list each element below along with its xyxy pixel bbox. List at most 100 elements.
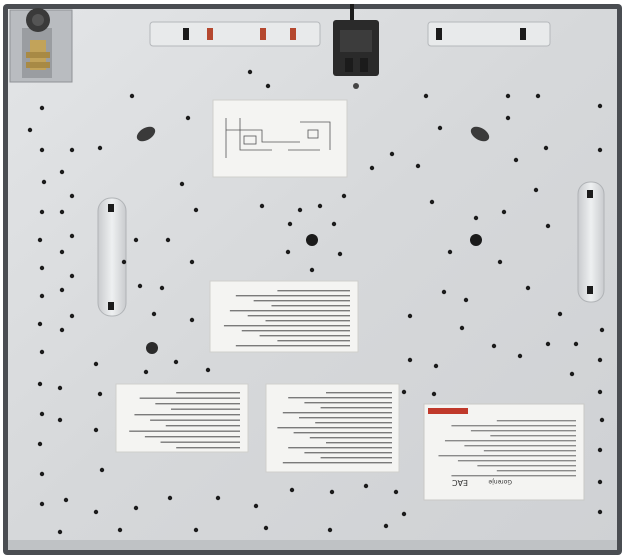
rivet-hole: [133, 237, 139, 243]
rivet-hole: [545, 341, 551, 347]
rivet-hole: [473, 215, 479, 221]
rivet-hole: [573, 341, 579, 347]
rivet-hole: [37, 237, 43, 243]
rivet-hole: [429, 199, 435, 205]
label-text-line: [277, 427, 392, 429]
rivet-hole: [57, 529, 63, 535]
rivet-hole: [57, 417, 63, 423]
rivet-hole: [341, 193, 347, 199]
label-text-line: [464, 445, 576, 447]
rivet-hole: [491, 343, 497, 349]
label-text-line: [288, 397, 392, 399]
rivet-hole: [407, 313, 413, 319]
gas-connection-label: [115, 383, 249, 453]
rivet-hole: [363, 483, 369, 489]
label-text-line: [326, 442, 392, 444]
right-slot-mark-top: [587, 190, 593, 198]
electric-warning-label: [209, 280, 359, 353]
label-text-line: [444, 440, 576, 442]
rivet-hole: [93, 361, 99, 367]
rivet-hole: [437, 125, 443, 131]
rivet-hole: [415, 163, 421, 169]
label-text-line: [160, 441, 240, 443]
rivet-hole: [285, 249, 291, 255]
rivet-hole: [39, 411, 45, 417]
rivet-hole: [39, 105, 45, 111]
rivet-hole: [39, 349, 45, 355]
rivet-hole: [317, 203, 323, 209]
label-text-line: [241, 330, 350, 332]
rivet-hole: [93, 427, 99, 433]
rivet-hole: [441, 289, 447, 295]
rivet-hole: [517, 353, 523, 359]
rivet-hole: [39, 147, 45, 153]
rivet-hole: [331, 221, 337, 227]
rivet-hole: [69, 147, 75, 153]
label-text-line: [299, 417, 392, 419]
rivet-hole: [533, 187, 539, 193]
top-right-rail: [427, 21, 551, 47]
wiring-diagram-label: [212, 99, 348, 178]
rivet-hole: [369, 165, 375, 171]
rivet-hole: [167, 495, 173, 501]
rivet-hole: [327, 527, 333, 533]
rivet-hole: [215, 495, 221, 501]
rivet-holes: [27, 69, 605, 535]
rivet-hole: [37, 381, 43, 387]
label-text-line: [235, 345, 350, 347]
rivet-hole: [39, 265, 45, 271]
label-text-line: [129, 430, 240, 432]
label-text-line: [293, 432, 392, 434]
rivet-hole: [137, 283, 143, 289]
label-text-line: [170, 408, 240, 410]
label-text-line: [282, 412, 392, 414]
left-slot-mark-top: [108, 204, 114, 212]
rivet-hole: [597, 147, 603, 153]
rivet-hole: [597, 103, 603, 109]
gas-inlet-fitting: [9, 8, 73, 83]
rivet-hole: [39, 293, 45, 299]
rivet-hole: [143, 369, 149, 375]
label-text-line: [134, 414, 240, 416]
rivet-hole: [447, 249, 453, 255]
top-rail: [149, 21, 321, 47]
label-text-line: [470, 430, 576, 432]
rivet-hole: [59, 209, 65, 215]
rivet-hole: [309, 267, 315, 273]
label-text-line: [477, 465, 576, 467]
label-text-line: [304, 402, 392, 404]
rivet-hole: [69, 273, 75, 279]
label-text-line: [229, 310, 350, 312]
rivet-hole: [505, 93, 511, 99]
label-text-line: [490, 435, 576, 437]
label-text-line: [259, 335, 350, 337]
rivet-hole: [129, 93, 135, 99]
label-text-line: [451, 475, 576, 477]
rivet-hole: [59, 287, 65, 293]
label-text-line: [288, 447, 392, 449]
rivet-hole: [543, 145, 549, 151]
rivet-hole: [337, 251, 343, 257]
burner-boss-left: [136, 126, 156, 142]
label-text-line: [451, 425, 576, 427]
label-text-line: [176, 447, 240, 449]
label-text-line: [165, 425, 240, 427]
label-text-line: [282, 462, 392, 464]
installation-info-label: [265, 383, 400, 473]
burner-hole-left-low: [146, 342, 158, 354]
burner-hole-center: [306, 234, 318, 246]
label-text-line: [457, 460, 576, 462]
rail-slot-2: [207, 28, 213, 40]
rail-slot-3: [260, 28, 266, 40]
rivet-hole: [205, 367, 211, 373]
rivet-hole: [97, 391, 103, 397]
rivet-hole: [159, 285, 165, 291]
rivet-hole: [597, 509, 603, 515]
label-text-line: [139, 397, 240, 399]
right-slot-mark-bottom: [587, 286, 593, 294]
rivet-hole: [505, 115, 511, 121]
left-side-slot: [97, 197, 127, 317]
label-text-line: [247, 315, 350, 317]
rivet-hole: [165, 237, 171, 243]
label-text-line: [496, 470, 576, 472]
